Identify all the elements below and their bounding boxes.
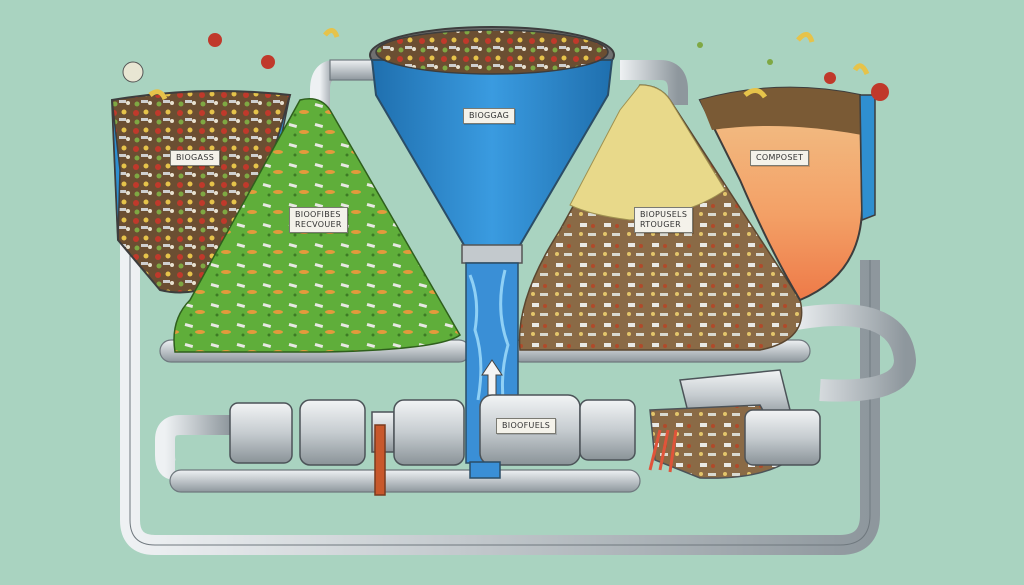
compost-hopper	[698, 86, 876, 302]
flying-scraps	[122, 28, 889, 101]
yellow-pile-label: BIOPUSELS RTOUGER	[634, 207, 694, 233]
compost-label: COMPOSET	[750, 150, 810, 166]
bottom-tank-label: BIOOFUELS	[496, 418, 557, 434]
central-funnel	[369, 26, 615, 464]
compost-chute	[648, 369, 821, 479]
left-hopper-label: BIOGASS	[170, 150, 221, 166]
green-pile-label: BIOOFIBES RECVOUER	[289, 207, 348, 233]
funnel-label: BIOGGAG	[463, 108, 516, 124]
